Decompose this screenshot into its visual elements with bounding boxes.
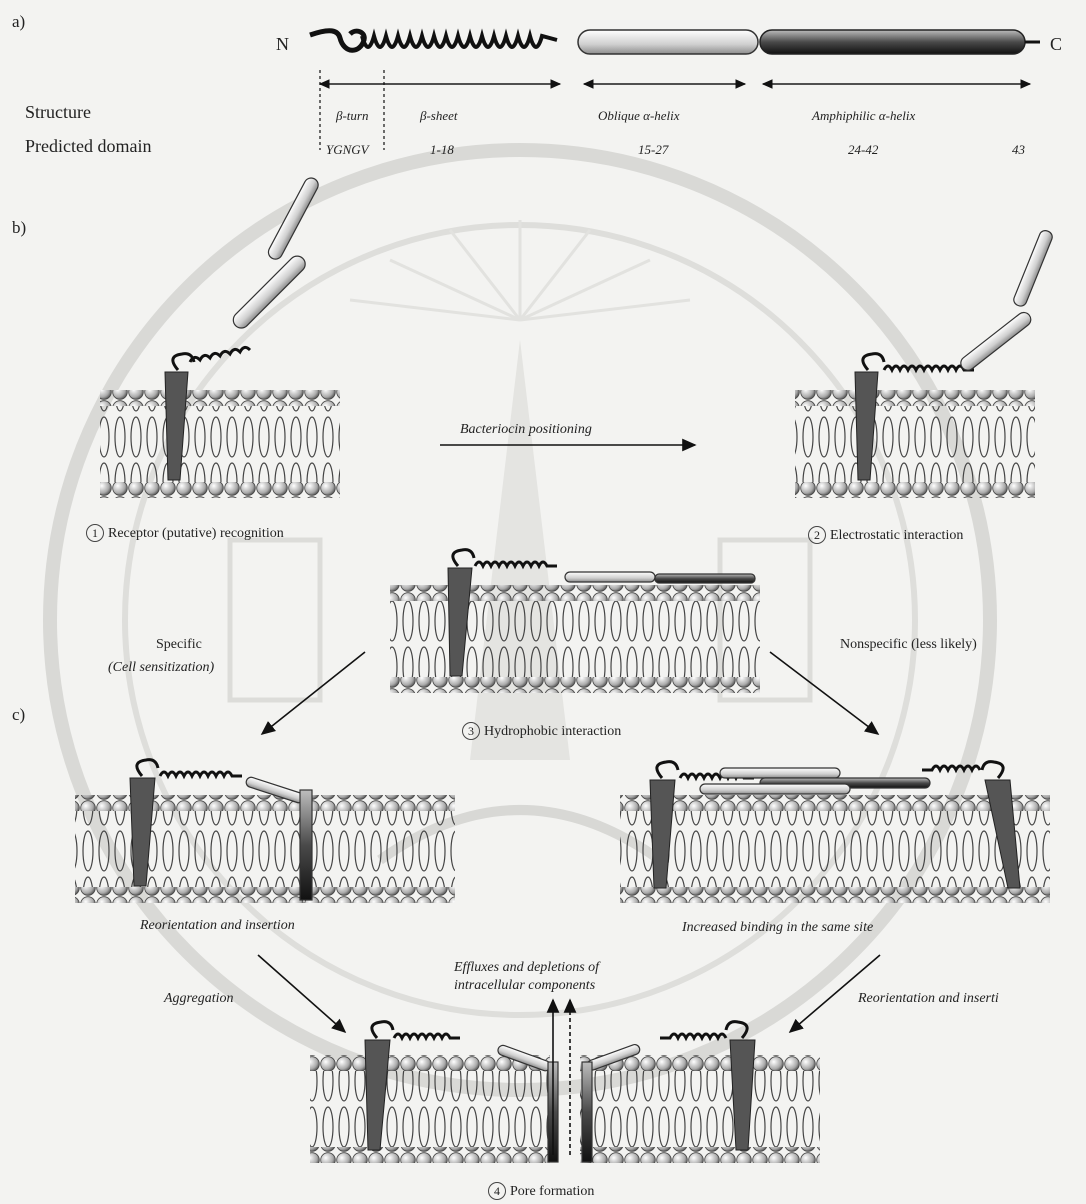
label-effluxes-2: intracellular components [454,978,595,994]
row-label-domain: Predicted domain [25,136,151,157]
label-reorientation-right: Reorientation and inserti [858,991,999,1007]
c-terminus-label: C [1050,34,1062,55]
membrane-2 [795,390,1035,498]
step-2-number: 2 [808,526,826,544]
step-1-text: Receptor (putative) recognition [108,526,284,541]
step-4-text: Pore formation [510,1184,594,1199]
step-1-caption: 1 Receptor (putative) recognition [86,524,284,542]
label-nonspecific: Nonspecific (less likely) [840,637,977,653]
label-specific: Specific [156,637,202,653]
oblique-helix-cylinder [578,30,758,54]
step-3-caption: 3 Hydrophobic interaction [462,722,621,740]
label-reorientation-left: Reorientation and insertion [140,918,295,934]
structure-beta-sheet: β-sheet [420,108,458,124]
label-aggregation: Aggregation [164,991,233,1007]
beta-sheet-coil [362,36,557,47]
domain-24-42: 24-42 [848,142,878,158]
step-2-text: Electrostatic interaction [830,528,963,543]
label-cell-sensitization: (Cell sensitization) [108,660,214,676]
step-4-caption: 4 Pore formation [488,1182,594,1200]
row-label-structure: Structure [25,102,91,123]
n-terminus-label: N [276,34,289,55]
beta-turn-hook [310,31,364,51]
membrane-6b [580,1055,820,1163]
step-2-caption: 2 Electrostatic interaction [808,526,963,544]
label-bacteriocin-positioning: Bacteriocin positioning [460,422,592,438]
structure-oblique-helix: Oblique α-helix [598,108,680,124]
panel-label-c: c) [12,705,25,725]
domain-ygngv: YGNGV [326,142,369,158]
membrane-3 [390,585,760,693]
panel-label-a: a) [12,12,25,32]
domain-43: 43 [1012,142,1025,158]
label-effluxes-1: Effluxes and depletions of [454,960,599,976]
step-1-number: 1 [86,524,104,542]
step-3-number: 3 [462,722,480,740]
domain-15-27: 15-27 [638,142,668,158]
step-3-text: Hydrophobic interaction [484,724,621,739]
label-increased-binding: Increased binding in the same site [682,920,873,936]
structure-amphiphilic-helix: Amphiphilic α-helix [812,108,915,124]
membrane-5 [620,795,1050,903]
panel-label-b: b) [12,218,26,238]
step-4-number: 4 [488,1182,506,1200]
membrane-6a [310,1055,550,1163]
membrane-1 [100,390,340,498]
domain-1-18: 1-18 [430,142,454,158]
structure-beta-turn: β-turn [336,108,368,124]
amphiphilic-helix-cylinder [760,30,1025,54]
